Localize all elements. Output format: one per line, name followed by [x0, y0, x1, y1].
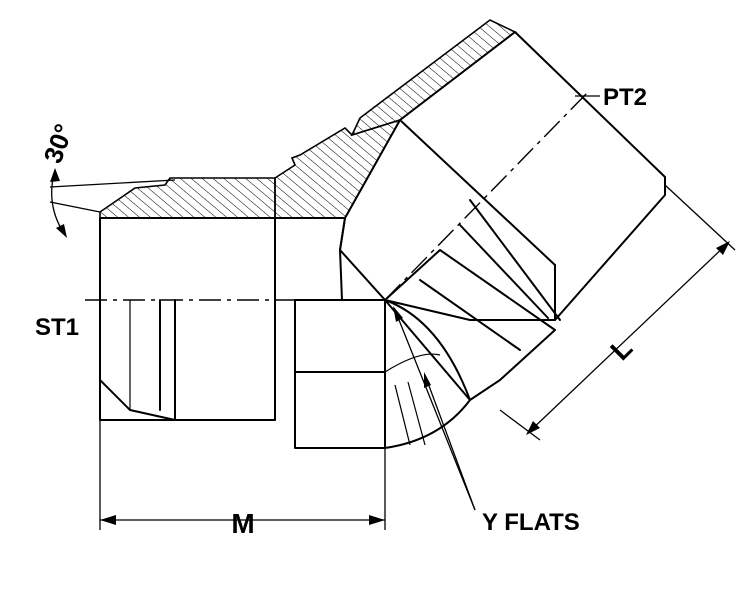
hex-body-outline	[294, 299, 386, 449]
y-flats-label: Y FLATS	[482, 509, 580, 536]
center-body	[274, 217, 471, 449]
angled-inner-line-2	[469, 199, 561, 321]
y-flats-leader-1	[394, 309, 476, 511]
m-arrow-left	[100, 515, 116, 525]
l-label: L	[604, 332, 638, 366]
angled-hex-outline	[384, 249, 556, 401]
l-arrow-bottom	[526, 421, 540, 435]
left-branch	[99, 177, 276, 421]
angled-thread-upper	[350, 19, 517, 137]
angle-extension-upper	[49, 179, 176, 188]
angle-extension-lower	[49, 201, 101, 213]
angled-body-outline	[339, 31, 666, 321]
angle-label: 30°	[37, 120, 79, 167]
y-flats-arrow-1	[393, 306, 403, 322]
y-flats-leader-2	[424, 374, 476, 511]
angle-arrow-bottom	[56, 224, 67, 238]
elbow-curve-inner	[384, 353, 441, 373]
angled-inner-line-3	[459, 224, 549, 319]
pt2-label: PT2	[603, 84, 647, 111]
angled-centerline	[384, 89, 591, 301]
y-flats-callout: Y FLATS	[393, 306, 580, 536]
elbow-curve	[384, 299, 471, 449]
m-arrow-right	[369, 515, 385, 525]
angle-arrow-top	[50, 168, 60, 182]
center-neck	[274, 217, 346, 301]
left-body-outline	[99, 217, 276, 421]
l-extension-lower	[499, 409, 541, 441]
angle-dimension: 30°	[37, 120, 176, 238]
angled-hex-flat	[419, 279, 521, 351]
st1-label: ST1	[35, 314, 79, 341]
m-dimension: M	[99, 310, 386, 539]
angled-thread-section	[274, 118, 402, 219]
y-flats-arrow-2	[424, 372, 431, 388]
elbow-line-1	[394, 384, 411, 446]
angled-branch	[274, 19, 666, 401]
angled-inner-line-1	[399, 119, 556, 266]
l-extension-upper	[664, 184, 736, 251]
left-nose-chamfer	[99, 379, 276, 421]
l-dimension-line	[527, 242, 729, 434]
elbow-line-2	[407, 381, 426, 446]
left-thread-section	[99, 177, 276, 219]
l-dimension: L	[499, 184, 736, 441]
m-label: M	[231, 508, 254, 539]
l-arrow-top	[716, 241, 730, 255]
